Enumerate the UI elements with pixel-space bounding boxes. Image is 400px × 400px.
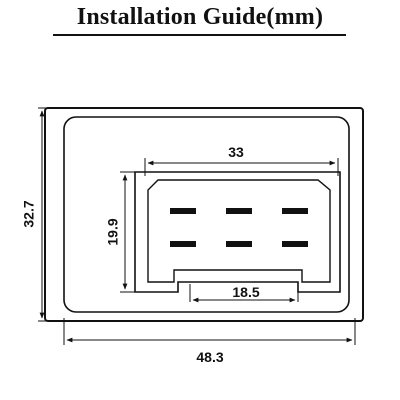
dimension-latch-width: 18.5 (189, 284, 299, 303)
connector-pin (282, 241, 308, 247)
connector-outer-outline (134, 171, 341, 293)
connector-inner-outline (147, 179, 331, 283)
latch-width-label: 18.5 (232, 284, 259, 300)
pin-row-bottom (170, 241, 308, 247)
connector-pin (170, 241, 196, 247)
pin-row-top (170, 208, 308, 214)
page-title: Installation Guide(mm) (76, 4, 324, 30)
connector-width-label: 33 (228, 144, 244, 160)
housing-inner-outline (63, 116, 350, 313)
connector-pin (226, 208, 252, 214)
dimension-overall-height: 32.7 (21, 107, 50, 322)
connector-pin (282, 208, 308, 214)
connector-height-label: 19.9 (105, 218, 121, 245)
dimension-connector-height: 19.9 (105, 171, 140, 293)
title-underline (53, 34, 346, 36)
connector-pin (170, 208, 196, 214)
overall-width-label: 48.3 (196, 349, 223, 365)
overall-height-label: 32.7 (21, 200, 37, 227)
connector-pin (226, 241, 252, 247)
dimension-connector-width: 33 (144, 144, 339, 176)
housing-outer-outline (44, 107, 364, 322)
dimension-overall-width: 48.3 (63, 318, 356, 365)
